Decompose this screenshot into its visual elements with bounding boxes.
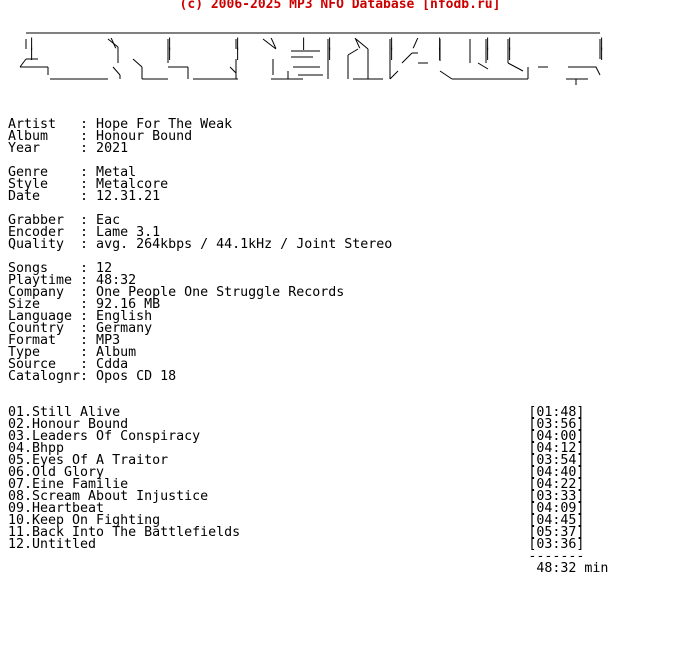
svg-text:|: |: [436, 46, 443, 60]
svg-text:|: |: [300, 36, 307, 50]
svg-text:|: |: [234, 46, 241, 60]
track-line: 03.Leaders Of Conspiracy [04:00]: [8, 429, 585, 444]
svg-text:|: |: [388, 36, 395, 50]
track-line: 01.Still Alive [01:48]: [8, 405, 585, 420]
size-line: Size : 92.16 MB: [8, 297, 161, 312]
source-line: Source : Cdda: [8, 357, 129, 372]
songs-line: Songs : 12: [8, 261, 113, 276]
track-line: 08.Scream About Injustice [03:33]: [8, 489, 585, 504]
catalognr-line: Catalognr: Opos CD 18: [8, 369, 177, 384]
genre-line: Genre : Metal: [8, 165, 137, 180]
style-line: Style : Metalcore: [8, 177, 169, 192]
format-line: Format : MP3: [8, 333, 121, 348]
svg-text:|: |: [436, 36, 443, 50]
svg-text:|: |: [598, 36, 605, 50]
language-line: Language : English: [8, 309, 153, 324]
track-line: 10.Keep On Fighting [04:45]: [8, 513, 585, 528]
track-line: 12.Untitled [03:36]: [8, 537, 585, 552]
track-line: 02.Honour Bound [03:56]: [8, 417, 585, 432]
grabber-line: Grabber : Eac: [8, 213, 121, 228]
svg-text:\: \: [110, 36, 117, 50]
svg-text:|: |: [506, 36, 513, 50]
svg-text:|: |: [484, 46, 491, 60]
date-line: Date : 12.31.21: [8, 189, 161, 204]
svg-text:|: |: [234, 36, 241, 50]
artist-line: Artist : Hope For The Weak: [8, 117, 233, 132]
svg-text:|: |: [598, 46, 605, 60]
svg-text:|: |: [388, 46, 395, 60]
country-line: Country : Germany: [8, 321, 153, 336]
svg-text:/: /: [412, 36, 419, 50]
encoder-line: Encoder : Lame 3.1: [8, 225, 161, 240]
album-line: Album : Honour Bound: [8, 129, 193, 144]
playtime-line: Playtime : 48:32: [8, 273, 137, 288]
quality-line: Quality : avg. 264kbps / 44.1kHz / Joint…: [8, 237, 393, 252]
total-separator: -------: [8, 549, 585, 564]
svg-text:|: |: [28, 36, 35, 50]
track-line: 05.Eyes Of A Traitor [03:54]: [8, 453, 585, 468]
svg-text:|: |: [484, 36, 491, 50]
svg-text:\: \: [270, 36, 277, 50]
type-line: Type : Album: [8, 345, 137, 360]
svg-text:\: \: [354, 36, 361, 50]
svg-text:|: |: [506, 46, 513, 60]
copyright-header: (c) 2006-2025 MP3 NFO Database [nfodb.ru…: [179, 0, 501, 12]
company-line: Company : One People One Struggle Record…: [8, 285, 345, 300]
svg-text:|: |: [166, 46, 173, 60]
svg-text:|: |: [28, 46, 35, 60]
track-line: 11.Back Into The Battlefields [05:37]: [8, 525, 585, 540]
track-line: 07.Eine Familie [04:22]: [8, 477, 585, 492]
ascii-logo: | | \ | | | | \ | | | \ | | / | | | | | …: [19, 32, 605, 85]
track-line: 06.Old Glory [04:40]: [8, 465, 585, 480]
svg-text:|: |: [326, 36, 333, 50]
year-line: Year : 2021: [8, 141, 129, 156]
svg-text:|: |: [166, 36, 173, 50]
track-line: 04.Bhpp [04:12]: [8, 441, 585, 456]
svg-text:|: |: [326, 46, 333, 60]
track-line: 09.Heartbeat [04:09]: [8, 501, 585, 516]
total-time: 48:32 min: [8, 561, 609, 576]
